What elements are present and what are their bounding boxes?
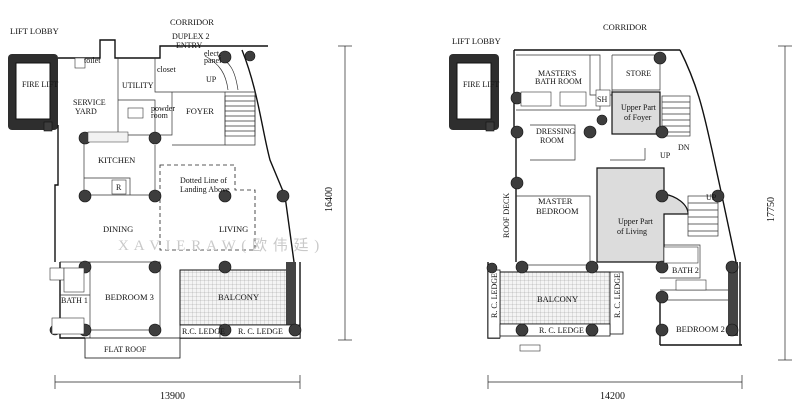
left-dotted-note-label-2: Landing Above xyxy=(180,185,230,194)
right-curved-wall xyxy=(679,49,737,263)
left-duplex-entry-label: DUPLEX 2 xyxy=(172,32,210,41)
left-corridor-label: CORRIDOR xyxy=(170,17,214,27)
left-height-dimension: 16400 xyxy=(324,187,335,212)
left-bedroom3-label: BEDROOM 3 xyxy=(105,292,154,302)
left-flat-roof-label: FLAT ROOF xyxy=(104,345,147,354)
right-master-bedroom-label: MASTER xyxy=(538,196,573,206)
right-height-dimension: 17750 xyxy=(766,197,777,222)
left-panel-label-2: panel xyxy=(204,56,222,65)
right-dressing-room-label-2: ROOM xyxy=(540,136,564,145)
right-upper-foyer-label-2: of Foyer xyxy=(624,113,652,122)
right-rc-ledge-right-label: R. C. LEDGE xyxy=(613,273,622,318)
right-balcony-floor xyxy=(499,271,611,325)
left-balcony-label: BALCONY xyxy=(218,292,259,302)
right-rc-ledge-left-label: R. C. LEDGE xyxy=(490,273,499,318)
left-bath1-label: BATH 1 xyxy=(61,296,88,305)
right-up-stair-label: UP xyxy=(660,151,671,160)
right-fire-lift xyxy=(449,54,499,130)
right-balcony-label: BALCONY xyxy=(537,294,578,304)
left-kitchen-label: KITCHEN xyxy=(98,155,135,165)
right-upper-foyer-label: Upper Part xyxy=(621,103,657,112)
left-powder-room-label: powder xyxy=(151,104,175,113)
right-width-dimension: 14200 xyxy=(600,391,625,402)
left-panel-label: elect. xyxy=(204,49,221,58)
left-utility-label: UTILITY xyxy=(122,81,154,90)
left-powder-room-label-2: room xyxy=(151,111,169,120)
right-staircase xyxy=(661,95,719,237)
left-duplex-entry-label-2: ENTRY xyxy=(176,41,202,50)
right-rc-ledge-bottom-label: R. C. LEDGE xyxy=(539,326,584,335)
right-upper-living-label: Upper Part xyxy=(618,217,654,226)
right-fire-lift-label: FIRE LIFT xyxy=(463,80,499,89)
left-service-yard-label: SERVICE xyxy=(73,98,106,107)
right-floor-plan xyxy=(449,45,792,389)
right-masters-bath-label-2: BATH ROOM xyxy=(535,77,582,86)
right-masters-bath-label: MASTER'S xyxy=(538,69,576,78)
right-lift-lobby-label: LIFT LOBBY xyxy=(452,36,501,46)
left-dining-label: DINING xyxy=(103,224,133,234)
left-landing-dotted-line xyxy=(159,164,256,251)
right-upper-living-label-2: of Living xyxy=(617,227,647,236)
left-dotted-note-label: Dotted Line of xyxy=(180,176,227,185)
left-service-yard-label-2: YARD xyxy=(75,107,97,116)
left-foyer-label: FOYER xyxy=(186,106,214,116)
left-dimension-lines xyxy=(54,45,352,389)
left-balcony-floor xyxy=(179,269,295,326)
left-curved-wall xyxy=(241,49,295,263)
right-bath2-label: BATH 2 xyxy=(672,266,699,275)
left-rc-ledge-label-1: R.C. LEDGE xyxy=(182,327,225,336)
right-store-label: STORE xyxy=(626,69,651,78)
left-outer-wall xyxy=(54,39,301,339)
right-upper-foyer-void xyxy=(611,91,661,135)
left-up-label: UP xyxy=(206,75,217,84)
left-fridge-label: R xyxy=(116,183,122,192)
left-staircase xyxy=(204,55,256,137)
left-toilet-label: toilet xyxy=(84,56,101,65)
watermark-text: X A V I E R A W ( 欧 伟 廷 ) xyxy=(118,237,320,254)
right-dimension-lines xyxy=(487,45,792,389)
right-dressing-room-label: DRESSING xyxy=(536,127,575,136)
left-floor-plan xyxy=(8,39,352,389)
right-bedroom2-label: BEDROOM 2 xyxy=(676,324,725,334)
right-master-bedroom-label-2: BEDROOM xyxy=(536,206,579,216)
left-fire-lift-label: FIRE LIFT xyxy=(22,80,58,89)
left-lift-lobby-label: LIFT LOBBY xyxy=(10,26,59,36)
left-living-label: LIVING xyxy=(219,224,248,234)
left-rc-ledge-label-2: R. C. LEDGE xyxy=(238,327,283,336)
right-sh-label: SH xyxy=(597,95,607,104)
right-roof-deck-label: ROOF DECK xyxy=(502,193,511,238)
right-structural-columns xyxy=(485,51,739,337)
right-dn-label: DN xyxy=(678,143,690,152)
left-width-dimension: 13900 xyxy=(160,391,185,402)
right-corridor-label: CORRIDOR xyxy=(603,22,647,32)
left-closet-label: closet xyxy=(157,65,176,74)
left-fire-lift xyxy=(8,54,58,130)
right-up2-label: UP xyxy=(706,193,717,202)
